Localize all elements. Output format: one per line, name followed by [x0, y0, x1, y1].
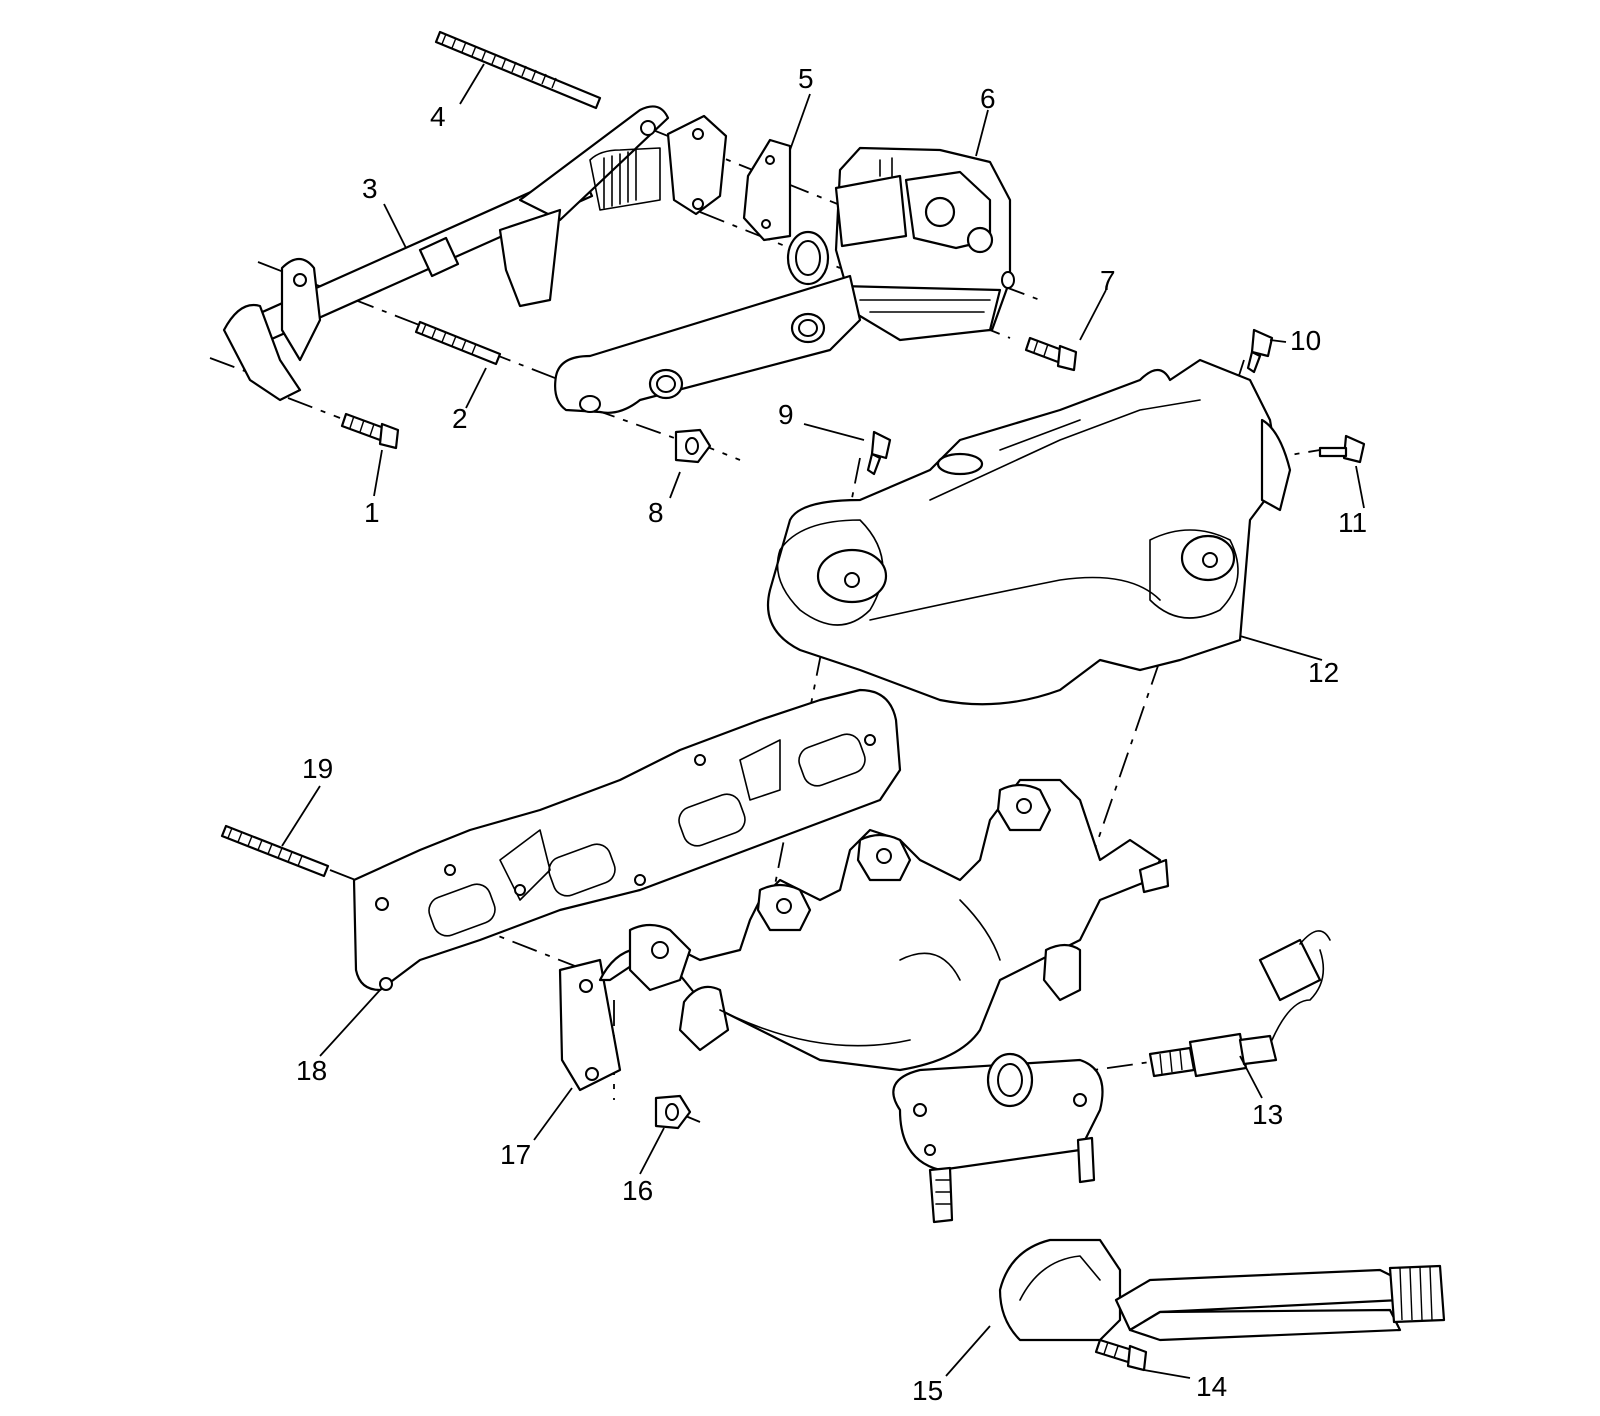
sensor-heat-shield-15 [998, 1238, 1446, 1342]
bolt-7 [1024, 336, 1078, 372]
callout-4: 4 [430, 101, 446, 132]
callout-14: 14 [1196, 1371, 1227, 1402]
nut-8 [674, 428, 712, 464]
heat-shield-12 [766, 358, 1292, 706]
leader-lines [281, 63, 1365, 1379]
callout-8: 8 [648, 497, 664, 528]
callout-7: 7 [1100, 265, 1116, 296]
bolt-11 [1318, 434, 1366, 464]
callout-5: 5 [798, 63, 814, 94]
stud-19 [220, 824, 330, 878]
callout-17: 17 [500, 1139, 531, 1170]
callout-labels: 1 2 3 4 5 6 7 8 9 10 11 12 13 14 15 16 1… [296, 63, 1367, 1406]
oxygen-sensor-13 [1148, 930, 1331, 1078]
callout-2: 2 [452, 403, 468, 434]
callout-16: 16 [622, 1175, 653, 1206]
callout-1: 1 [364, 497, 380, 528]
bolt-9 [866, 430, 892, 476]
nut-16 [654, 1094, 692, 1130]
callout-6: 6 [980, 83, 996, 114]
callout-19: 19 [302, 753, 333, 784]
callout-9: 9 [778, 399, 794, 430]
callout-13: 13 [1252, 1099, 1283, 1130]
stud-4 [434, 30, 602, 110]
gasket-5 [666, 114, 792, 242]
bolt-10 [1246, 328, 1274, 374]
callout-10: 10 [1290, 325, 1321, 356]
callout-15: 15 [912, 1375, 943, 1406]
egr-valve-6 [786, 146, 1015, 342]
callout-3: 3 [362, 173, 378, 204]
callout-12: 12 [1308, 657, 1339, 688]
exhaust-manifold-17 [558, 778, 1170, 1224]
bolt-1 [340, 412, 400, 450]
callout-18: 18 [296, 1055, 327, 1086]
callout-11: 11 [1338, 507, 1367, 538]
bolt-14 [1094, 1338, 1148, 1372]
manifold-gasket-18 [352, 688, 902, 992]
stud-2 [414, 320, 502, 366]
egr-bracket [554, 274, 862, 414]
egr-pipe-3 [222, 105, 670, 402]
